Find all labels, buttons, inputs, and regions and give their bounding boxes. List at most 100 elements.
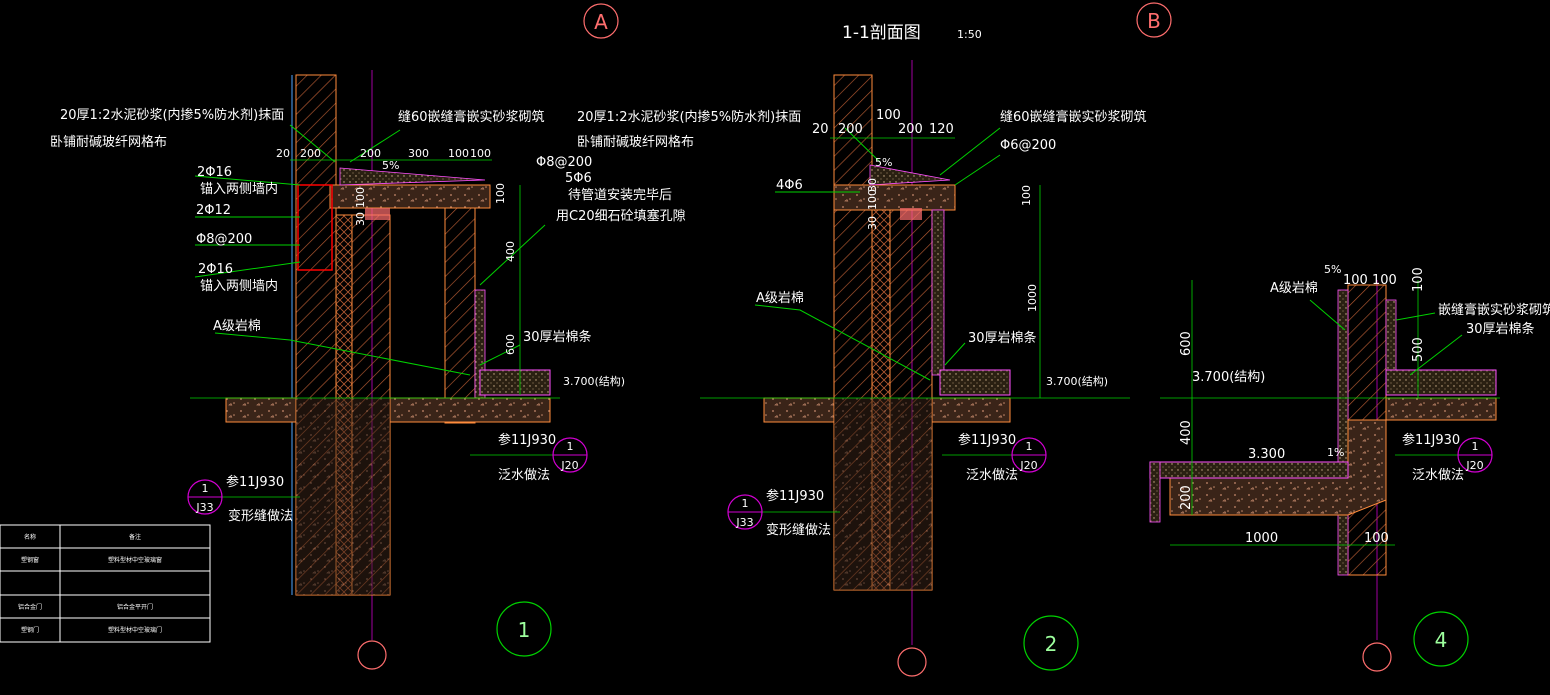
door-window-table: 名称 备注 塑钢窗 塑料型材中空玻璃窗 铝合金门 铝合金平开门 塑钢门 塑料型材… <box>0 524 211 643</box>
table-row-3-name: 铝合金门 <box>18 603 42 611</box>
roof-layers-low-4 <box>1149 461 1349 479</box>
axis-a-label: A <box>594 10 608 34</box>
pipe-2 <box>900 208 922 220</box>
leader-pipe-1 <box>479 224 546 286</box>
table-frame <box>0 524 211 643</box>
coping-1 <box>329 184 491 209</box>
roof-layers-4 <box>1385 369 1497 396</box>
dim-bottom-4-a: 1000 <box>1245 531 1278 546</box>
parapet-ins-2 <box>931 209 945 376</box>
table-row-1-name: 塑钢窗 <box>21 556 39 564</box>
dim-1-b: 200 <box>300 147 321 160</box>
joint-label-2: 缝60嵌缝膏嵌实砂浆砌筑 <box>1000 109 1147 125</box>
dim-v1-b: 100 <box>354 187 367 208</box>
roof-layers-2 <box>939 369 1011 396</box>
slab-right-1 <box>389 397 551 423</box>
dims-top-1: 20 200 200 300 100 100 <box>276 147 491 160</box>
detail-number-1: 1 <box>496 601 552 657</box>
ref-callout-j20-4: 1 J20 参11J930 泛水做法 <box>1395 432 1493 483</box>
pipe-note2-1: 用C20细石砼填塞孔隙 <box>556 208 686 224</box>
axis-b-circle <box>1136 2 1172 38</box>
strip-1: 30厚岩棉条 <box>523 329 592 345</box>
axis-b-label: B <box>1147 9 1161 33</box>
parapet-ins-r-4 <box>1385 299 1397 376</box>
plaster-label-2: 20厚1:2水泥砂浆(内掺5%防水剂)抹面 <box>577 109 801 125</box>
wool-2: A级岩棉 <box>756 291 804 306</box>
rebar-l-2: 4Φ6 <box>776 178 803 193</box>
dim-v1-d: 100 <box>494 183 507 204</box>
coping-2 <box>833 184 956 211</box>
leader-rebar-a-1 <box>194 175 301 186</box>
rebar-r1-1: Φ8@200 <box>536 155 592 170</box>
dims-right-4: 100 500 <box>1411 267 1426 362</box>
dim-1-c: 200 <box>360 147 381 160</box>
dim-top-4-b: 100 <box>1372 273 1397 288</box>
detail-number-2: 2 <box>1023 615 1079 671</box>
wool-4: A级岩棉 <box>1270 281 1318 296</box>
ref-j20-code-1: 参11J930 <box>498 432 556 448</box>
table-header-name: 名称 <box>24 533 36 541</box>
detail-2-number: 2 <box>1045 632 1058 656</box>
dim-bottom-4-b: 100 <box>1364 531 1389 546</box>
ref-j33-bottom-2: J33 <box>735 516 753 529</box>
drawing-title: 1-1剖面图 1:50 <box>842 23 982 43</box>
dim-v2-d: 100 <box>866 189 879 210</box>
mesh-label-1: 卧铺耐碱玻纤网格布 <box>50 134 167 150</box>
parapet-1 <box>444 207 476 424</box>
title-text: 1-1剖面图 <box>842 23 921 43</box>
detail-1-circle <box>496 601 552 657</box>
dim-top-4-a: 100 <box>1343 273 1368 288</box>
detail-4: 5% 100 100 A级岩棉 嵌缝膏嵌实砂浆砌筑 30厚岩棉条 3.700(结… <box>1149 263 1550 672</box>
coping-top-1 <box>339 167 486 186</box>
ref-j20-bottom-2: J20 <box>1019 459 1037 472</box>
dim-right-4-b: 500 <box>1411 337 1426 362</box>
slope-1: 5% <box>382 159 399 172</box>
leader-plaster-1 <box>289 124 336 163</box>
rebar-b-1: 2Φ12 <box>196 203 231 218</box>
dim-2-e: 120 <box>929 122 954 137</box>
leader-strip-2 <box>944 342 966 366</box>
dim-2-b: 200 <box>838 122 863 137</box>
ref-j20-text-2: 泛水做法 <box>966 468 1018 483</box>
rebar-c-1: 2Φ16 <box>198 262 233 277</box>
dim-2-a: 20 <box>812 122 829 137</box>
beam-1 <box>297 184 333 271</box>
ref-callout-j33-2: 1 J33 参11J930 变形缝做法 <box>727 488 840 538</box>
dim-1-d: 300 <box>408 147 429 160</box>
ref-j20-text-1: 泛水做法 <box>498 468 550 483</box>
joint-label-1: 缝60嵌缝膏嵌实砂浆砌筑 <box>398 109 545 125</box>
axis-bubble-bottom-2 <box>897 647 927 677</box>
strip-2: 30厚岩棉条 <box>968 330 1037 346</box>
leader-joint-4 <box>1395 312 1436 321</box>
ref-callout-j20-2: 1 J20 参11J930 泛水做法 <box>942 432 1047 483</box>
roof-layers-1 <box>479 369 551 396</box>
stirrup-1: Φ8@200 <box>196 232 252 247</box>
dim-v2-e: 30 <box>866 178 879 192</box>
dim-2-c: 100 <box>876 108 901 123</box>
strip-4: 30厚岩棉条 <box>1466 321 1535 337</box>
slab-edge-ins-4 <box>1149 461 1161 523</box>
axis-a-circle <box>583 3 619 39</box>
level-1: 3.700(结构) <box>563 374 625 388</box>
detail-4-number: 4 <box>1435 628 1448 652</box>
ref-j33-code-1: 参11J930 <box>226 474 284 490</box>
leader-wool-4 <box>1309 299 1346 331</box>
dims-v-2: 100 1000 30 100 30 <box>866 178 1039 312</box>
mesh-label-2: 卧铺耐碱玻纤网格布 <box>577 134 694 150</box>
table-row-3-note: 铝合金平开门 <box>117 603 153 611</box>
detail-2-circle <box>1023 615 1079 671</box>
pipe-1 <box>365 208 390 220</box>
wool-1: A级岩棉 <box>213 319 261 334</box>
dim-v2-b: 1000 <box>1026 284 1039 312</box>
detail-4-circle <box>1413 611 1469 667</box>
dim-left-4-c: 200 <box>1179 485 1194 510</box>
ref-j20-text-4: 泛水做法 <box>1412 468 1464 483</box>
dims-top-2: 20 200 100 200 120 <box>812 108 954 137</box>
slope-top-4: 5% <box>1324 263 1341 276</box>
column-1 <box>296 398 390 595</box>
ref-callout-j33-1: 1 J33 参11J930 变形缝做法 <box>187 474 300 524</box>
ref-j33-text-1: 变形缝做法 <box>228 508 293 524</box>
leader-joint-2 <box>939 127 1001 176</box>
ref-j33-top-1: 1 <box>202 482 209 495</box>
rebar-r-2: Φ6@200 <box>1000 138 1056 153</box>
